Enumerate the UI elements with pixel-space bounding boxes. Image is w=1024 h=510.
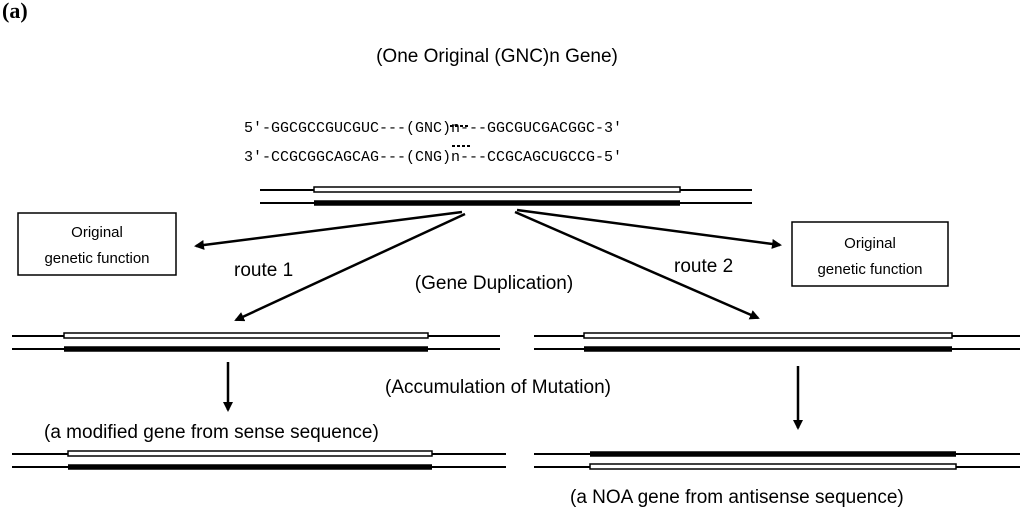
right-noa-gene: [534, 451, 1020, 470]
sense-result-label: (a modified gene from sense sequence): [44, 422, 379, 443]
bottom-strand-sequence: 3'-CCGCGGCAGCAG---(CNG)n---CCGCAGCUGCCG-…: [244, 149, 622, 166]
original-gene-double-strand: [260, 186, 752, 206]
left-box-line1: Original: [71, 224, 123, 241]
top-strand-sequence: 5'-GGCGCCGUCGUC---(GNC)n---GGCGUCGACGGC-…: [244, 120, 622, 137]
accumulation-label: (Accumulation of Mutation): [385, 377, 611, 398]
arrow-route1: [234, 212, 466, 322]
right-duplicated-gene: [534, 332, 1020, 352]
arrow-to-left-function: [194, 210, 463, 250]
left-original-function-box: Original genetic function: [17, 212, 177, 276]
gene-duplication-label: (Gene Duplication): [415, 273, 573, 294]
diagram-title: (One Original (GNC)n Gene): [376, 46, 618, 67]
right-original-function-box: Original genetic function: [791, 221, 949, 287]
arrow-route2: [514, 210, 760, 320]
right-box-line2: genetic function: [817, 261, 922, 278]
route1-label: route 1: [234, 260, 293, 281]
route2-label: route 2: [674, 256, 733, 277]
right-box-line1: Original: [844, 235, 896, 252]
arrow-to-right-function: [516, 208, 782, 249]
dotted-pairing-marks: [450, 125, 472, 147]
left-modified-gene: [12, 450, 506, 470]
panel-label: (a): [2, 0, 28, 23]
antisense-result-label: (a NOA gene from antisense sequence): [570, 487, 904, 508]
left-box-line2: genetic function: [44, 250, 149, 267]
left-duplicated-gene: [12, 332, 500, 352]
